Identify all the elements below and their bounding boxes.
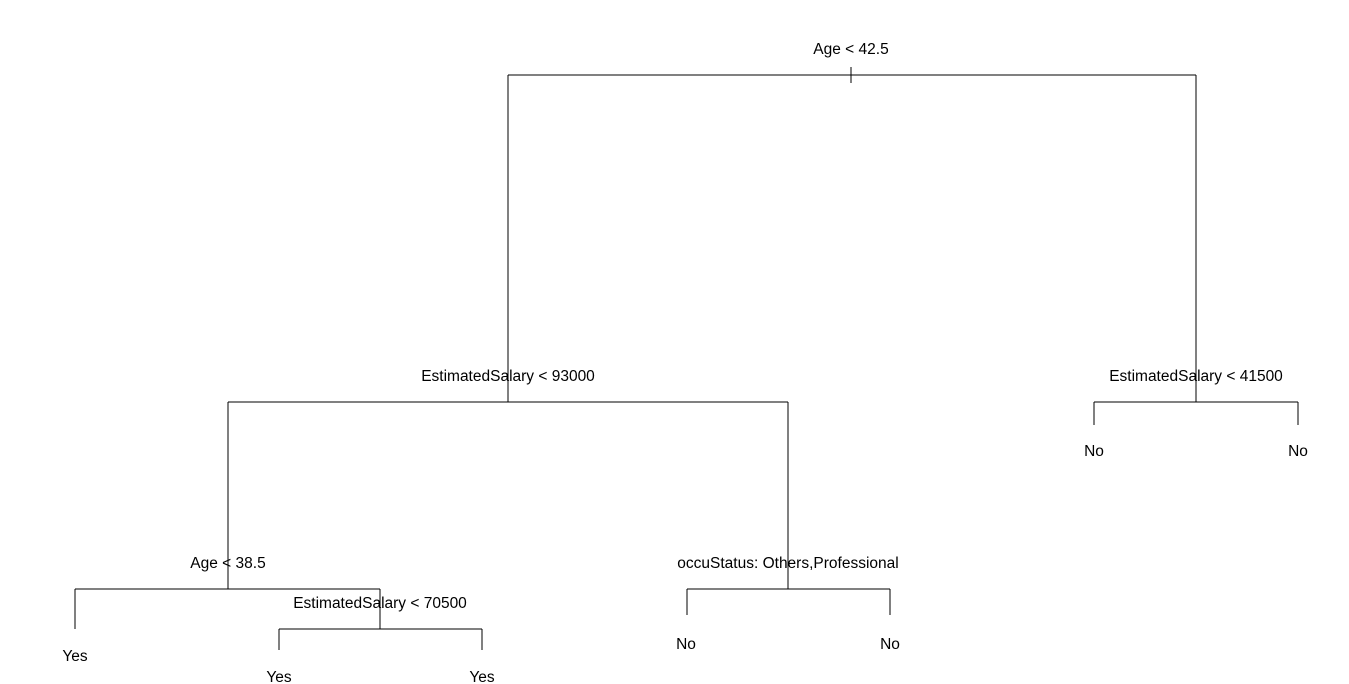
split-label-salary-70500: EstimatedSalary < 70500 [293,595,467,612]
split-node-root: Age < 42.5 [507,41,1197,402]
split-node-salary-41500: EstimatedSalary < 41500 No No [1084,368,1308,460]
leaf-label-no: No [676,636,696,653]
leaf-label-yes: Yes [469,669,495,684]
split-node-age-38-5: Age < 38.5 Yes [62,555,381,665]
split-label-age-42-5: Age < 42.5 [813,41,888,58]
split-label-salary-93000: EstimatedSalary < 93000 [421,368,595,385]
split-label-salary-41500: EstimatedSalary < 41500 [1109,368,1283,385]
leaf-label-no: No [1084,443,1104,460]
leaf-label-yes: Yes [266,669,292,684]
split-node-salary-70500: EstimatedSalary < 70500 Yes Yes [266,595,495,684]
leaf-label-no: No [880,636,900,653]
split-node-occustatus: occuStatus: Others,Professional No No [676,555,900,653]
leaf-label-no: No [1288,443,1308,460]
split-label-age-38-5: Age < 38.5 [190,555,265,572]
split-node-salary-93000: EstimatedSalary < 93000 [227,368,789,589]
split-label-occustatus: occuStatus: Others,Professional [677,555,898,572]
leaf-label-yes: Yes [62,648,88,665]
